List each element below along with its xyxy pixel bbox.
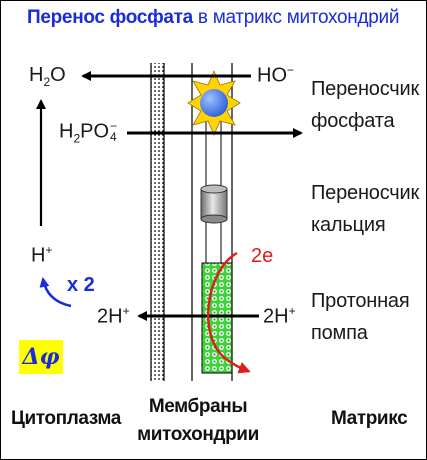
delta-phi-badge: Δφ <box>19 340 63 374</box>
proton-label: H+ <box>31 243 53 267</box>
times-two-label: x 2 <box>67 274 95 296</box>
proton-pump-label-line1: Протонная <box>311 290 410 312</box>
hydroxide-label: HO− <box>257 63 295 87</box>
two-electrons-label: 2e <box>251 245 274 267</box>
matrix-label: Матрикс <box>331 408 408 429</box>
star-burst-icon <box>187 69 241 137</box>
curved-blue-arrow <box>39 277 72 308</box>
membranes-label-line2: митохондрии <box>137 424 259 445</box>
membrane-outer <box>150 63 165 381</box>
proton-pump-block <box>201 262 233 374</box>
calcium-carrier-label-line1: Переносчик <box>311 182 420 204</box>
two-protons-left-label: 2H+ <box>97 304 130 328</box>
water-label: H2O <box>29 64 66 89</box>
electron-arrow <box>207 251 251 374</box>
cytoplasm-label: Цитоплазма <box>11 408 121 429</box>
phosphate-carrier-label-line2: фосфата <box>311 110 395 132</box>
phosphate-label: H2PO−4 <box>59 119 118 146</box>
page-title: Перенос фосфата в матрикс митохондрий <box>27 7 400 28</box>
calcium-carrier-label-line2: кальция <box>311 214 386 236</box>
phosphate-carrier-label-line1: Переносчик <box>311 78 420 100</box>
proton-pump-label-line2: помпа <box>311 322 368 344</box>
cylinder-icon <box>200 184 228 224</box>
two-protons-right-label: 2H+ <box>263 304 296 328</box>
membranes-label-line1: Мембраны <box>148 396 248 417</box>
